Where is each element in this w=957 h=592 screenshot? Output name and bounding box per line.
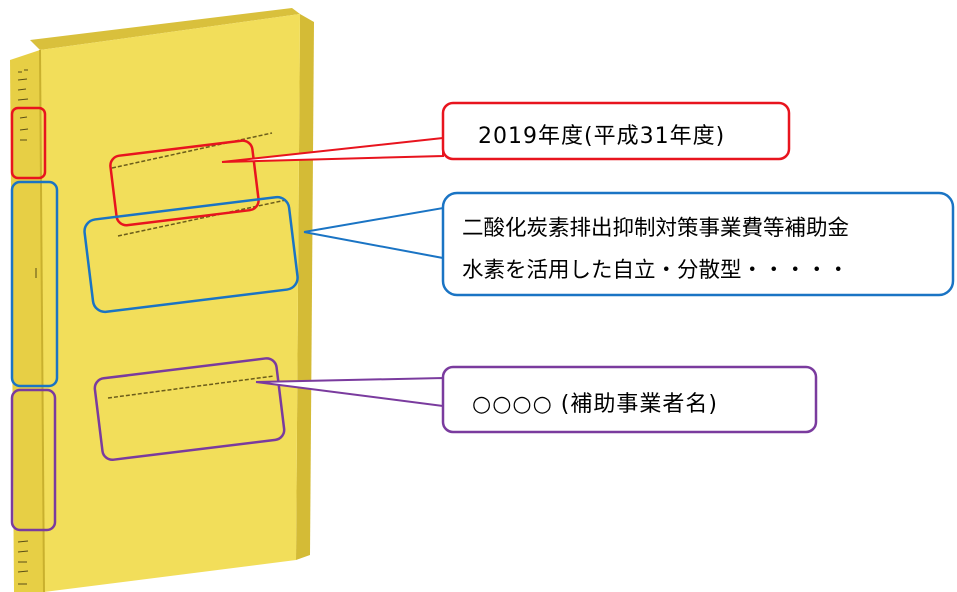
face-grantee-box	[93, 357, 286, 462]
program-callout-box	[441, 191, 955, 297]
grantee-callout-box	[441, 365, 818, 434]
fiscal-year-label: 2019年度(平成31年度)	[478, 124, 726, 149]
fiscal-year-callout-box	[441, 101, 791, 161]
folder-spine	[10, 50, 44, 592]
spine-highlights	[10, 106, 59, 532]
face-highlights	[83, 139, 299, 462]
face-program-box	[83, 195, 299, 314]
program-label-line2: 水素を活用した自立・分散型・・・・・	[462, 258, 850, 283]
spine-year-box	[10, 106, 47, 180]
face-year-box	[109, 139, 260, 227]
callout-leaders	[221, 136, 444, 408]
grantee-label: ○○○○ (補助事業者名)	[472, 392, 718, 417]
spine-grantee-box	[10, 388, 57, 532]
program-label-line1: 二酸化炭素排出抑制対策事業費等補助金	[462, 216, 850, 241]
spine-program-box	[10, 180, 59, 388]
